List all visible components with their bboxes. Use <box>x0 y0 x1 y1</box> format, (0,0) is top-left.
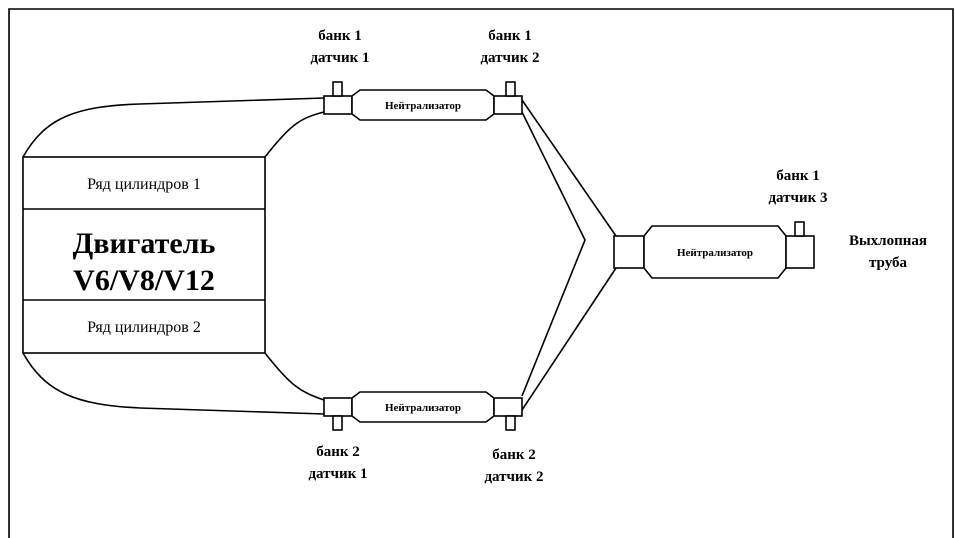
converter-2-label: Нейтрализатор <box>385 402 461 414</box>
bank1-sensor1-probe <box>332 81 343 97</box>
bank1-outlet-fitting <box>493 95 523 115</box>
sensor-b2s1-line1: банк 2 <box>316 444 360 460</box>
exhaust-pipe-line1: Выхлопная <box>849 233 927 249</box>
engine-outline <box>22 156 266 354</box>
bank-2-exhaust-pipes <box>22 352 325 415</box>
bank1-sensor2-probe <box>505 81 516 97</box>
y-pipe-junction <box>521 99 617 411</box>
bank1-outer-pipe <box>22 97 325 158</box>
bank2-outlet-fitting <box>493 397 523 417</box>
bank1-inner-pipe <box>264 111 325 158</box>
cylinder-row-2-label: Ряд цилиндров 2 <box>87 319 201 336</box>
y-pipe-lower-outer <box>521 267 617 411</box>
sensor-b2s1-line2: датчик 1 <box>308 466 367 482</box>
sensor-b1s3-line2: датчик 3 <box>768 190 827 206</box>
sensor-b1s2-line1: банк 1 <box>488 28 532 44</box>
bank2-sensor1-probe <box>332 415 343 431</box>
sensor-b2s2-line1: банк 2 <box>492 447 536 463</box>
main-inlet-fitting <box>613 235 645 269</box>
sensor-b2s2-line2: датчик 2 <box>484 469 543 485</box>
converter-bank-2: Нейтрализатор <box>323 391 523 431</box>
bank2-outer-pipe <box>22 352 325 415</box>
bank2-inner-pipe <box>264 352 325 401</box>
sensor-labels: банк 1 датчик 1 банк 1 датчик 2 банк 1 д… <box>308 28 927 485</box>
cylinder-row-1-label: Ряд цилиндров 1 <box>87 176 201 193</box>
bank1-inlet-fitting <box>323 95 353 115</box>
main-outlet-fitting <box>785 235 815 269</box>
exhaust-pipe-line2: труба <box>869 255 907 271</box>
engine-title-line1: Двигатель <box>73 227 216 260</box>
main-converter: Нейтрализатор <box>613 221 815 279</box>
bank2-sensor2-probe <box>505 415 516 431</box>
sensor-b1s2-line2: датчик 2 <box>480 50 539 66</box>
sensor-b1s1-line2: датчик 1 <box>310 50 369 66</box>
sensor-b1s3-line1: банк 1 <box>776 168 820 184</box>
diagram-border <box>8 8 954 538</box>
converter-main-label: Нейтрализатор <box>677 247 753 259</box>
bank-1-exhaust-pipes <box>22 97 325 158</box>
converter-bank-1: Нейтрализатор <box>323 81 523 121</box>
y-pipe-upper-outer <box>521 99 617 237</box>
y-pipe-inner <box>521 111 586 397</box>
engine-title-line2: V6/V8/V12 <box>73 264 215 297</box>
bank1-sensor3-probe <box>794 221 805 237</box>
bank2-inlet-fitting <box>323 397 353 417</box>
engine-block: Ряд цилиндров 1 Двигатель V6/V8/V12 Ряд … <box>22 156 266 354</box>
sensor-b1s1-line1: банк 1 <box>318 28 362 44</box>
converter-1-label: Нейтрализатор <box>385 100 461 112</box>
